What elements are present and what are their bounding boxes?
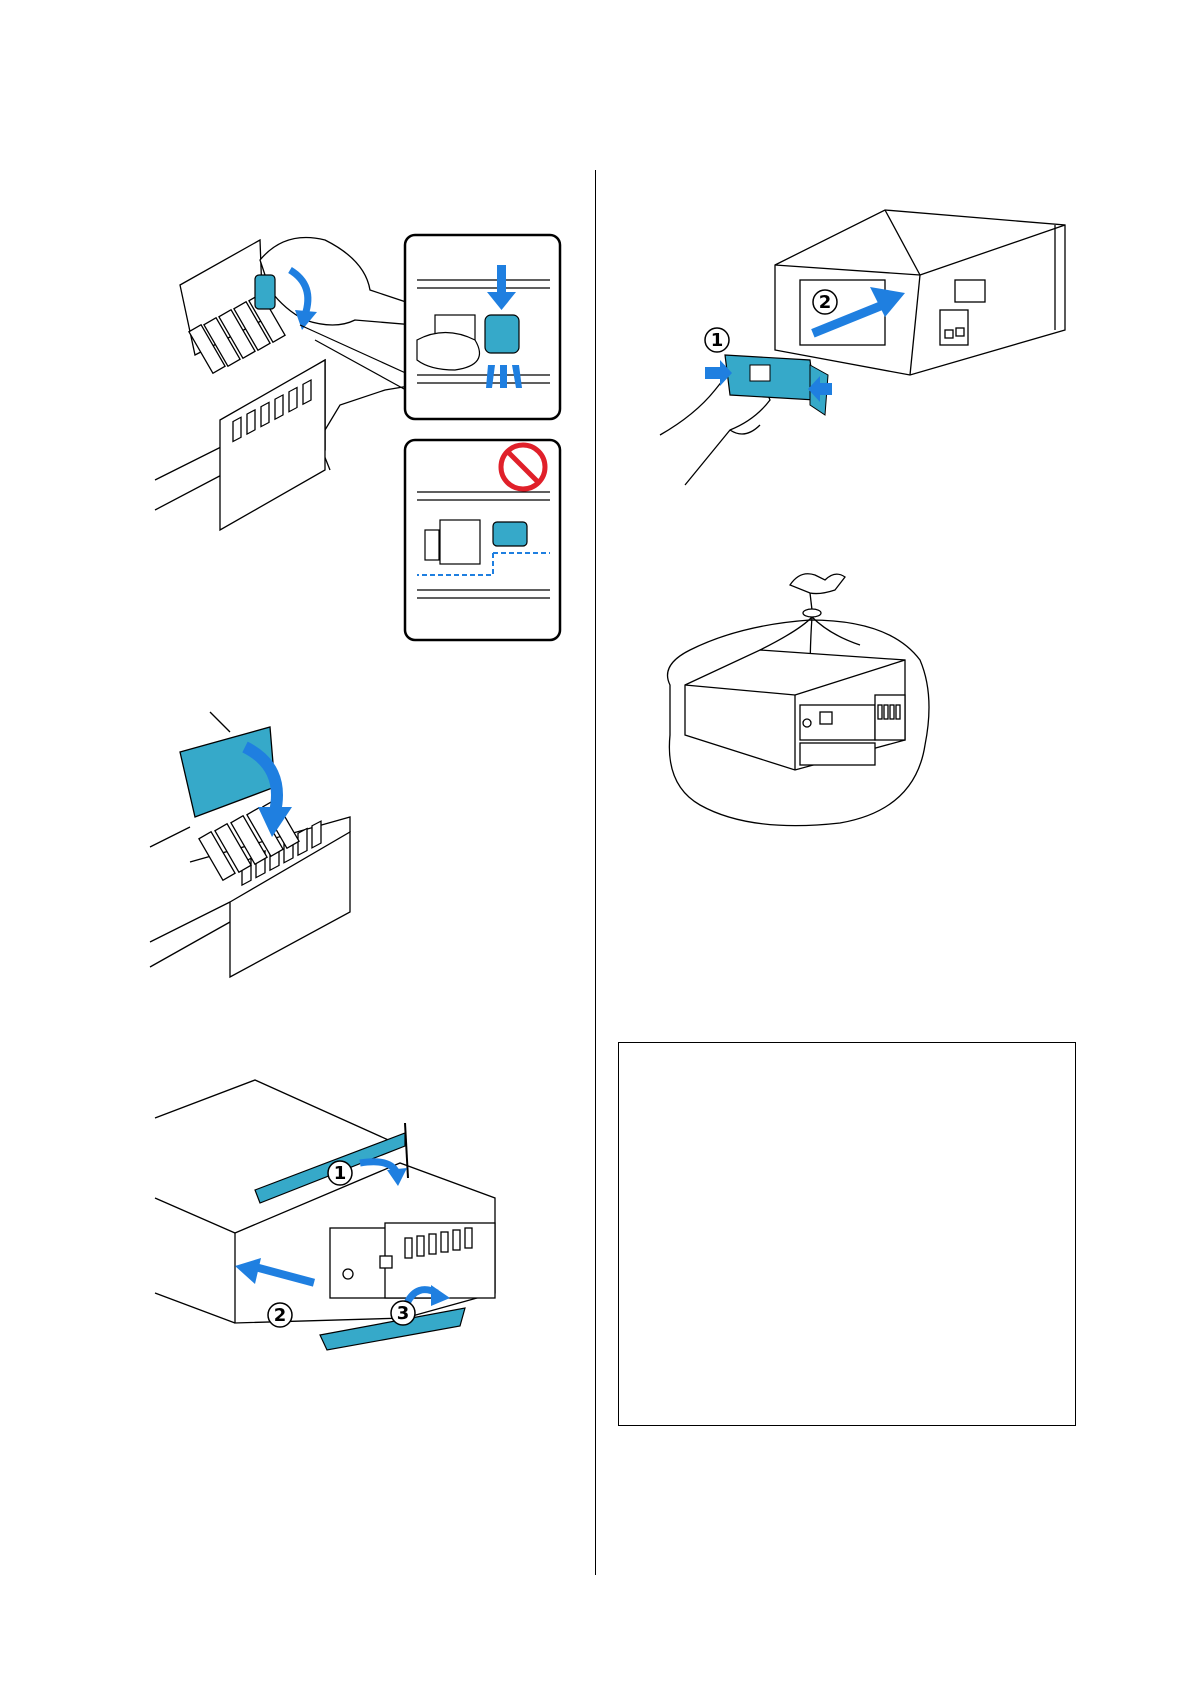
note-box xyxy=(618,1042,1076,1426)
figure-close-scanner-and-tray: 1 2 3 xyxy=(155,1078,515,1363)
figure-lock-ink-valve xyxy=(155,230,565,650)
callout-2: 2 xyxy=(274,1305,287,1326)
figure-attach-transport-lock: 1 2 xyxy=(660,205,1070,485)
figure-printer-in-plastic-bag xyxy=(660,565,940,830)
callout-2-transport: 2 xyxy=(819,292,832,313)
callout-1-transport: 1 xyxy=(711,330,724,351)
callout-3: 3 xyxy=(397,1303,410,1324)
column-divider xyxy=(595,170,596,1575)
prohibited-icon xyxy=(501,445,545,489)
inset-incorrect-position xyxy=(405,440,560,640)
figure-close-tank-cover xyxy=(150,712,370,982)
inset-correct-position xyxy=(405,235,560,419)
callout-1: 1 xyxy=(334,1163,347,1184)
